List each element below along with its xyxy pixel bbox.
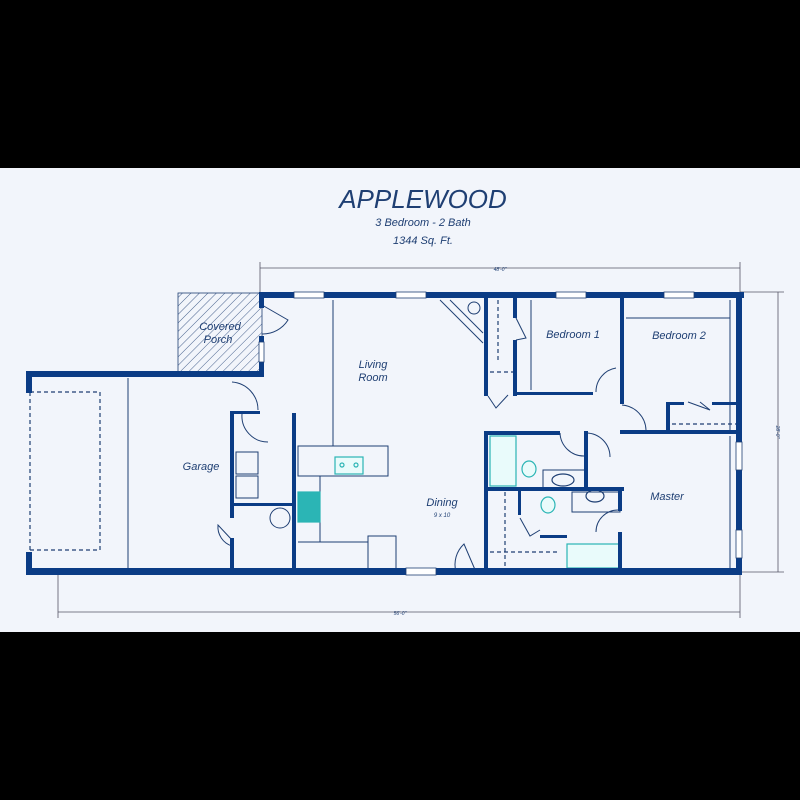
interior-lines <box>29 299 736 571</box>
room-label-bedroom-1: Bedroom 1 <box>546 329 600 341</box>
room-label-porch-1: Covered <box>199 321 241 333</box>
covered-porch <box>177 292 263 375</box>
plan-area: 1344 Sq. Ft. <box>393 235 453 247</box>
room-label-dining: Dining <box>426 497 458 509</box>
plan-title: APPLEWOOD <box>337 184 507 214</box>
fixtures <box>235 435 620 569</box>
dimension-bottom: 56'-0" <box>394 611 407 617</box>
dimension-lines <box>57 262 784 618</box>
door-swings <box>217 304 711 573</box>
room-label-living-1: Living <box>359 359 389 371</box>
room-label-bedroom-2: Bedroom 2 <box>652 330 706 342</box>
room-label-master: Master <box>650 491 685 503</box>
dimension-right: 28'-0" <box>774 425 780 439</box>
floor-plan-sheet <box>0 168 800 632</box>
plan-subtitle: 3 Bedroom - 2 Bath <box>375 217 470 229</box>
room-label-porch-2: Porch <box>204 334 233 346</box>
walls <box>26 292 744 575</box>
windows <box>258 291 743 576</box>
room-label-living-2: Room <box>358 372 387 384</box>
room-label-garage: Garage <box>183 461 220 473</box>
dimension-top: 48'-0" <box>494 267 507 273</box>
room-size-dining: 9 x 10 <box>434 513 451 519</box>
